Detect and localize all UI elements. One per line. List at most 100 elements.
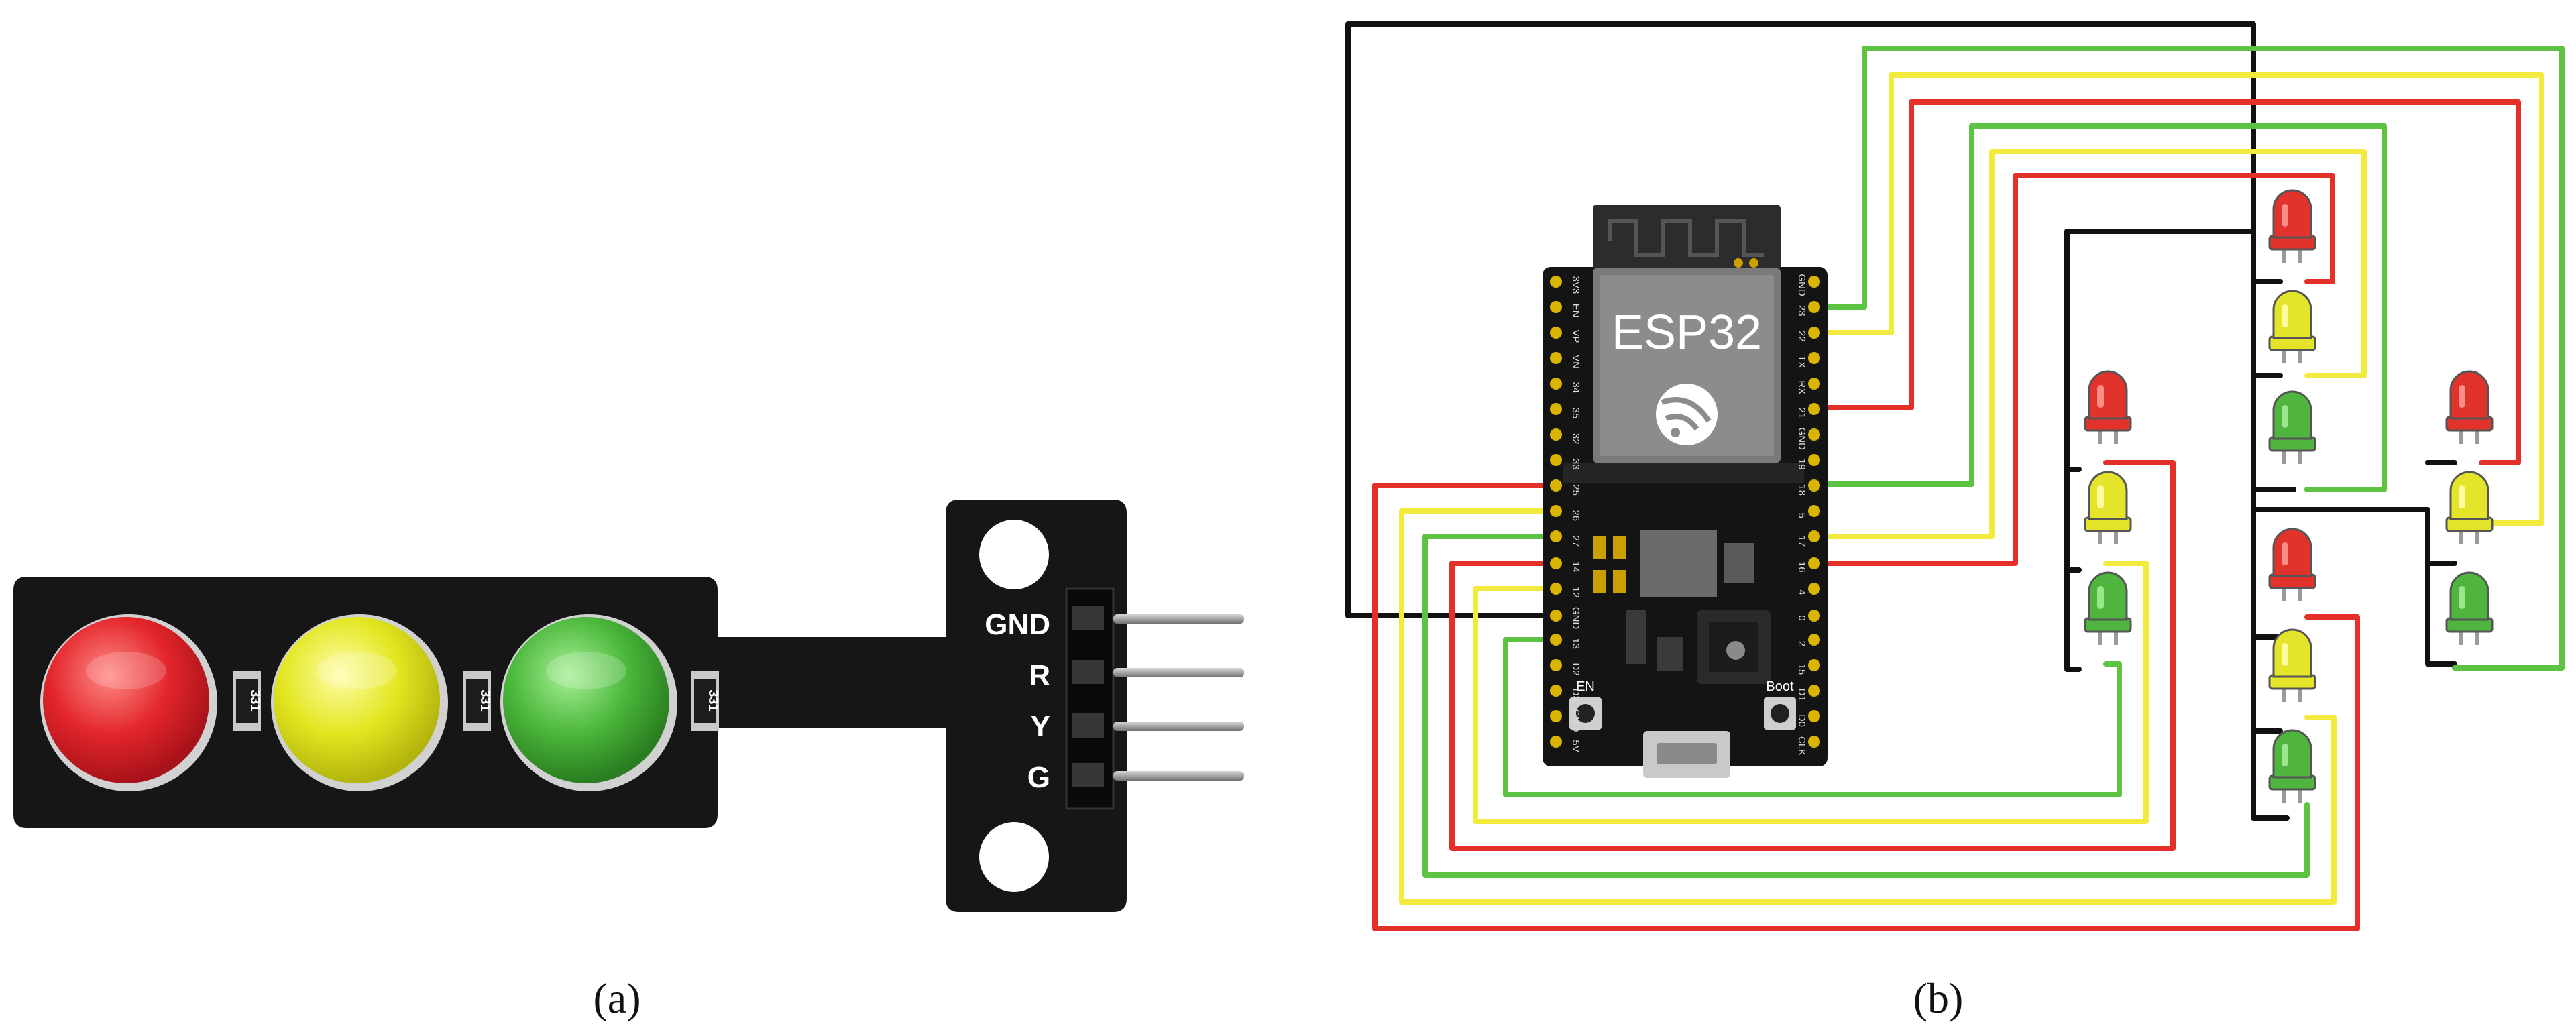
resistor-label: 331 [706, 689, 720, 711]
wire-green [1815, 46, 2565, 671]
pin-label: 3V3 [1570, 276, 1581, 294]
wire-red [1372, 483, 2360, 931]
pin-label: GND [1796, 274, 1807, 296]
left-pin-header [1550, 276, 1562, 748]
wire-yellow [1815, 149, 2367, 539]
pin-label: 19 [1796, 459, 1807, 470]
mounting-hole-bottom [979, 822, 1049, 892]
pin-label: 33 [1570, 459, 1581, 470]
caption-a: (a) [593, 974, 640, 1022]
caption-b: (b) [1913, 974, 1964, 1022]
pin-label: 2 [1796, 641, 1807, 646]
red-led [2445, 370, 2494, 444]
pin-label: 5 [1796, 513, 1807, 518]
header-pin [1113, 771, 1244, 781]
en-label: EN [1576, 679, 1595, 694]
pin-label: D3 [1570, 689, 1581, 701]
pin-label: 5V [1570, 740, 1581, 752]
wire-yellow [1815, 72, 2544, 526]
pin-label: CLK [1796, 736, 1807, 756]
wire-black-gnd [2251, 507, 2457, 667]
pin-label: D2 [1570, 663, 1581, 675]
green-led [2445, 571, 2494, 645]
pin-label: 17 [1796, 536, 1807, 547]
green-led [2268, 390, 2316, 464]
pin-label: 21 [1796, 408, 1807, 419]
pin-label: 12 [1570, 587, 1581, 598]
mounting-hole-top [979, 520, 1049, 589]
wire-green [1503, 637, 2122, 797]
pin-label: 22 [1796, 331, 1807, 342]
pin-label: 27 [1570, 536, 1581, 547]
resistor: 331 [233, 671, 262, 731]
pin-label: 35 [1570, 408, 1581, 419]
pin-label: 4 [1796, 589, 1807, 595]
yellow-led [2268, 290, 2316, 363]
pin-label: D1 [1796, 689, 1807, 701]
pin-label: 15 [1796, 664, 1807, 675]
wire-yellow [1399, 508, 2337, 905]
pin-label: GND [1796, 428, 1807, 451]
pin-label: 26 [1570, 510, 1581, 521]
pin-label: 25 [1570, 484, 1581, 496]
header-pin [1113, 722, 1244, 731]
wire-green [1815, 123, 2387, 492]
wires [1345, 21, 2565, 931]
wire-green [1422, 534, 2310, 878]
resistor-label: 331 [247, 689, 262, 711]
resistor: 331 [691, 671, 720, 731]
pin-label: 18 [1796, 484, 1807, 496]
pin-label: 16 [1796, 561, 1807, 573]
yellow-led [2084, 471, 2132, 544]
header-label-g: G [1027, 761, 1050, 794]
espressif-logo [1656, 384, 1718, 445]
esp32-wiring-diagram: ESP32 EN [1345, 21, 2565, 931]
red-led [2268, 189, 2316, 263]
red-led [2084, 370, 2132, 444]
wire-black-gnd [2251, 487, 2296, 821]
green-led [2268, 729, 2316, 803]
pin-label: 32 [1570, 433, 1581, 445]
red-led [2268, 528, 2316, 601]
pin-label: EN [1570, 304, 1581, 318]
green-led [500, 614, 677, 791]
wire-red [1815, 99, 2521, 465]
pin-label: TX [1796, 355, 1807, 368]
pin-label: 13 [1570, 638, 1581, 649]
header-label-gnd: GND [985, 608, 1050, 641]
pin-label: RX [1796, 380, 1807, 394]
pin-label: GND [1570, 607, 1581, 630]
resistor-label: 331 [478, 689, 492, 711]
traffic-light-module: 331 331 331 GND R Y G [13, 500, 1244, 912]
yellow-led [2445, 471, 2494, 544]
pin-label: 14 [1570, 561, 1581, 573]
boot-label: Boot [1766, 679, 1794, 694]
pin-label: 34 [1570, 382, 1581, 393]
header-label-y: Y [1031, 710, 1050, 743]
pin-label: CMD [1570, 709, 1581, 732]
right-pin-header [1808, 276, 1820, 748]
pin-label: D0 [1796, 714, 1807, 727]
led-groups [2084, 189, 2494, 803]
wire-red [1815, 173, 2335, 566]
wire-red [1449, 460, 2176, 851]
resistor: 331 [463, 671, 492, 731]
chip-label: ESP32 [1612, 306, 1762, 359]
green-led [2084, 571, 2132, 645]
header-label-r: R [1029, 659, 1050, 692]
yellow-led [2268, 628, 2316, 702]
esp32-board: ESP32 EN [1543, 205, 1828, 778]
red-led [40, 614, 217, 791]
wire-yellow [1473, 561, 2149, 824]
pin-label: 0 [1796, 615, 1807, 620]
pin-label: VP [1570, 329, 1581, 343]
wire-black-gnd [2064, 229, 2256, 672]
yellow-led [271, 614, 448, 791]
pin-label: VN [1570, 355, 1581, 369]
header-pin [1113, 668, 1244, 677]
header-pin [1113, 614, 1244, 624]
pin-label: 23 [1796, 305, 1807, 317]
